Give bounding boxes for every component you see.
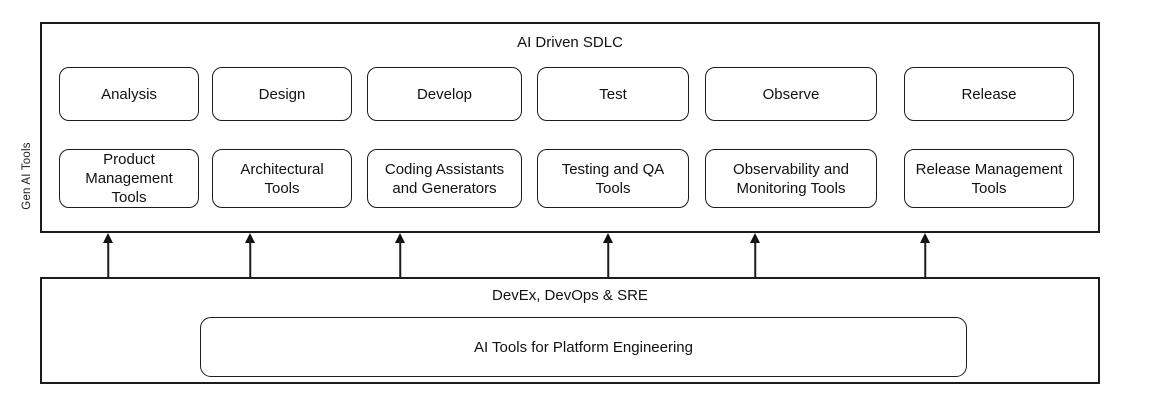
devex-devops-sre-container: DevEx, DevOps & SRE AI Tools for Platfor…: [40, 277, 1100, 384]
arrowhead-up-icon: [750, 233, 760, 243]
up-arrow-connector-3: [394, 233, 406, 277]
phase-box-design: Design: [212, 67, 352, 121]
ai-tools-platform-engineering-box: AI Tools for Platform Engineering: [200, 317, 967, 377]
tool-box-architectural: Architectural Tools: [212, 149, 352, 208]
phase-box-analysis: Analysis: [59, 67, 199, 121]
up-arrow-connector-1: [102, 233, 114, 277]
ai-driven-sdlc-container: AI Driven SDLC Analysis Design Develop T…: [40, 22, 1100, 233]
phase-box-release: Release: [904, 67, 1074, 121]
arrowhead-up-icon: [395, 233, 405, 243]
up-arrow-connector-6: [919, 233, 931, 277]
tool-box-product-management: Product Management Tools: [59, 149, 199, 208]
bottom-section-title: DevEx, DevOps & SRE: [492, 287, 648, 304]
up-arrow-connector-4: [602, 233, 614, 277]
arrowhead-up-icon: [245, 233, 255, 243]
arrow-shaft: [924, 239, 926, 277]
arrow-shaft: [399, 239, 401, 277]
arrow-shaft: [249, 239, 251, 277]
tool-box-release-management: Release Management Tools: [904, 149, 1074, 208]
arrowhead-up-icon: [920, 233, 930, 243]
tool-box-observability-monitoring: Observability and Monitoring Tools: [705, 149, 877, 208]
phase-box-observe: Observe: [705, 67, 877, 121]
arrow-shaft: [754, 239, 756, 277]
tool-box-testing-qa: Testing and QA Tools: [537, 149, 689, 208]
arrowhead-up-icon: [103, 233, 113, 243]
arrowhead-up-icon: [603, 233, 613, 243]
up-arrow-connector-2: [244, 233, 256, 277]
tool-box-coding-assistants: Coding Assistants and Generators: [367, 149, 522, 208]
gen-ai-tools-side-label: Gen AI Tools: [21, 142, 33, 210]
arrow-shaft: [607, 239, 609, 277]
phase-box-develop: Develop: [367, 67, 522, 121]
up-arrow-connector-5: [749, 233, 761, 277]
arrow-shaft: [107, 239, 109, 277]
top-section-title: AI Driven SDLC: [517, 34, 623, 51]
phase-box-test: Test: [537, 67, 689, 121]
